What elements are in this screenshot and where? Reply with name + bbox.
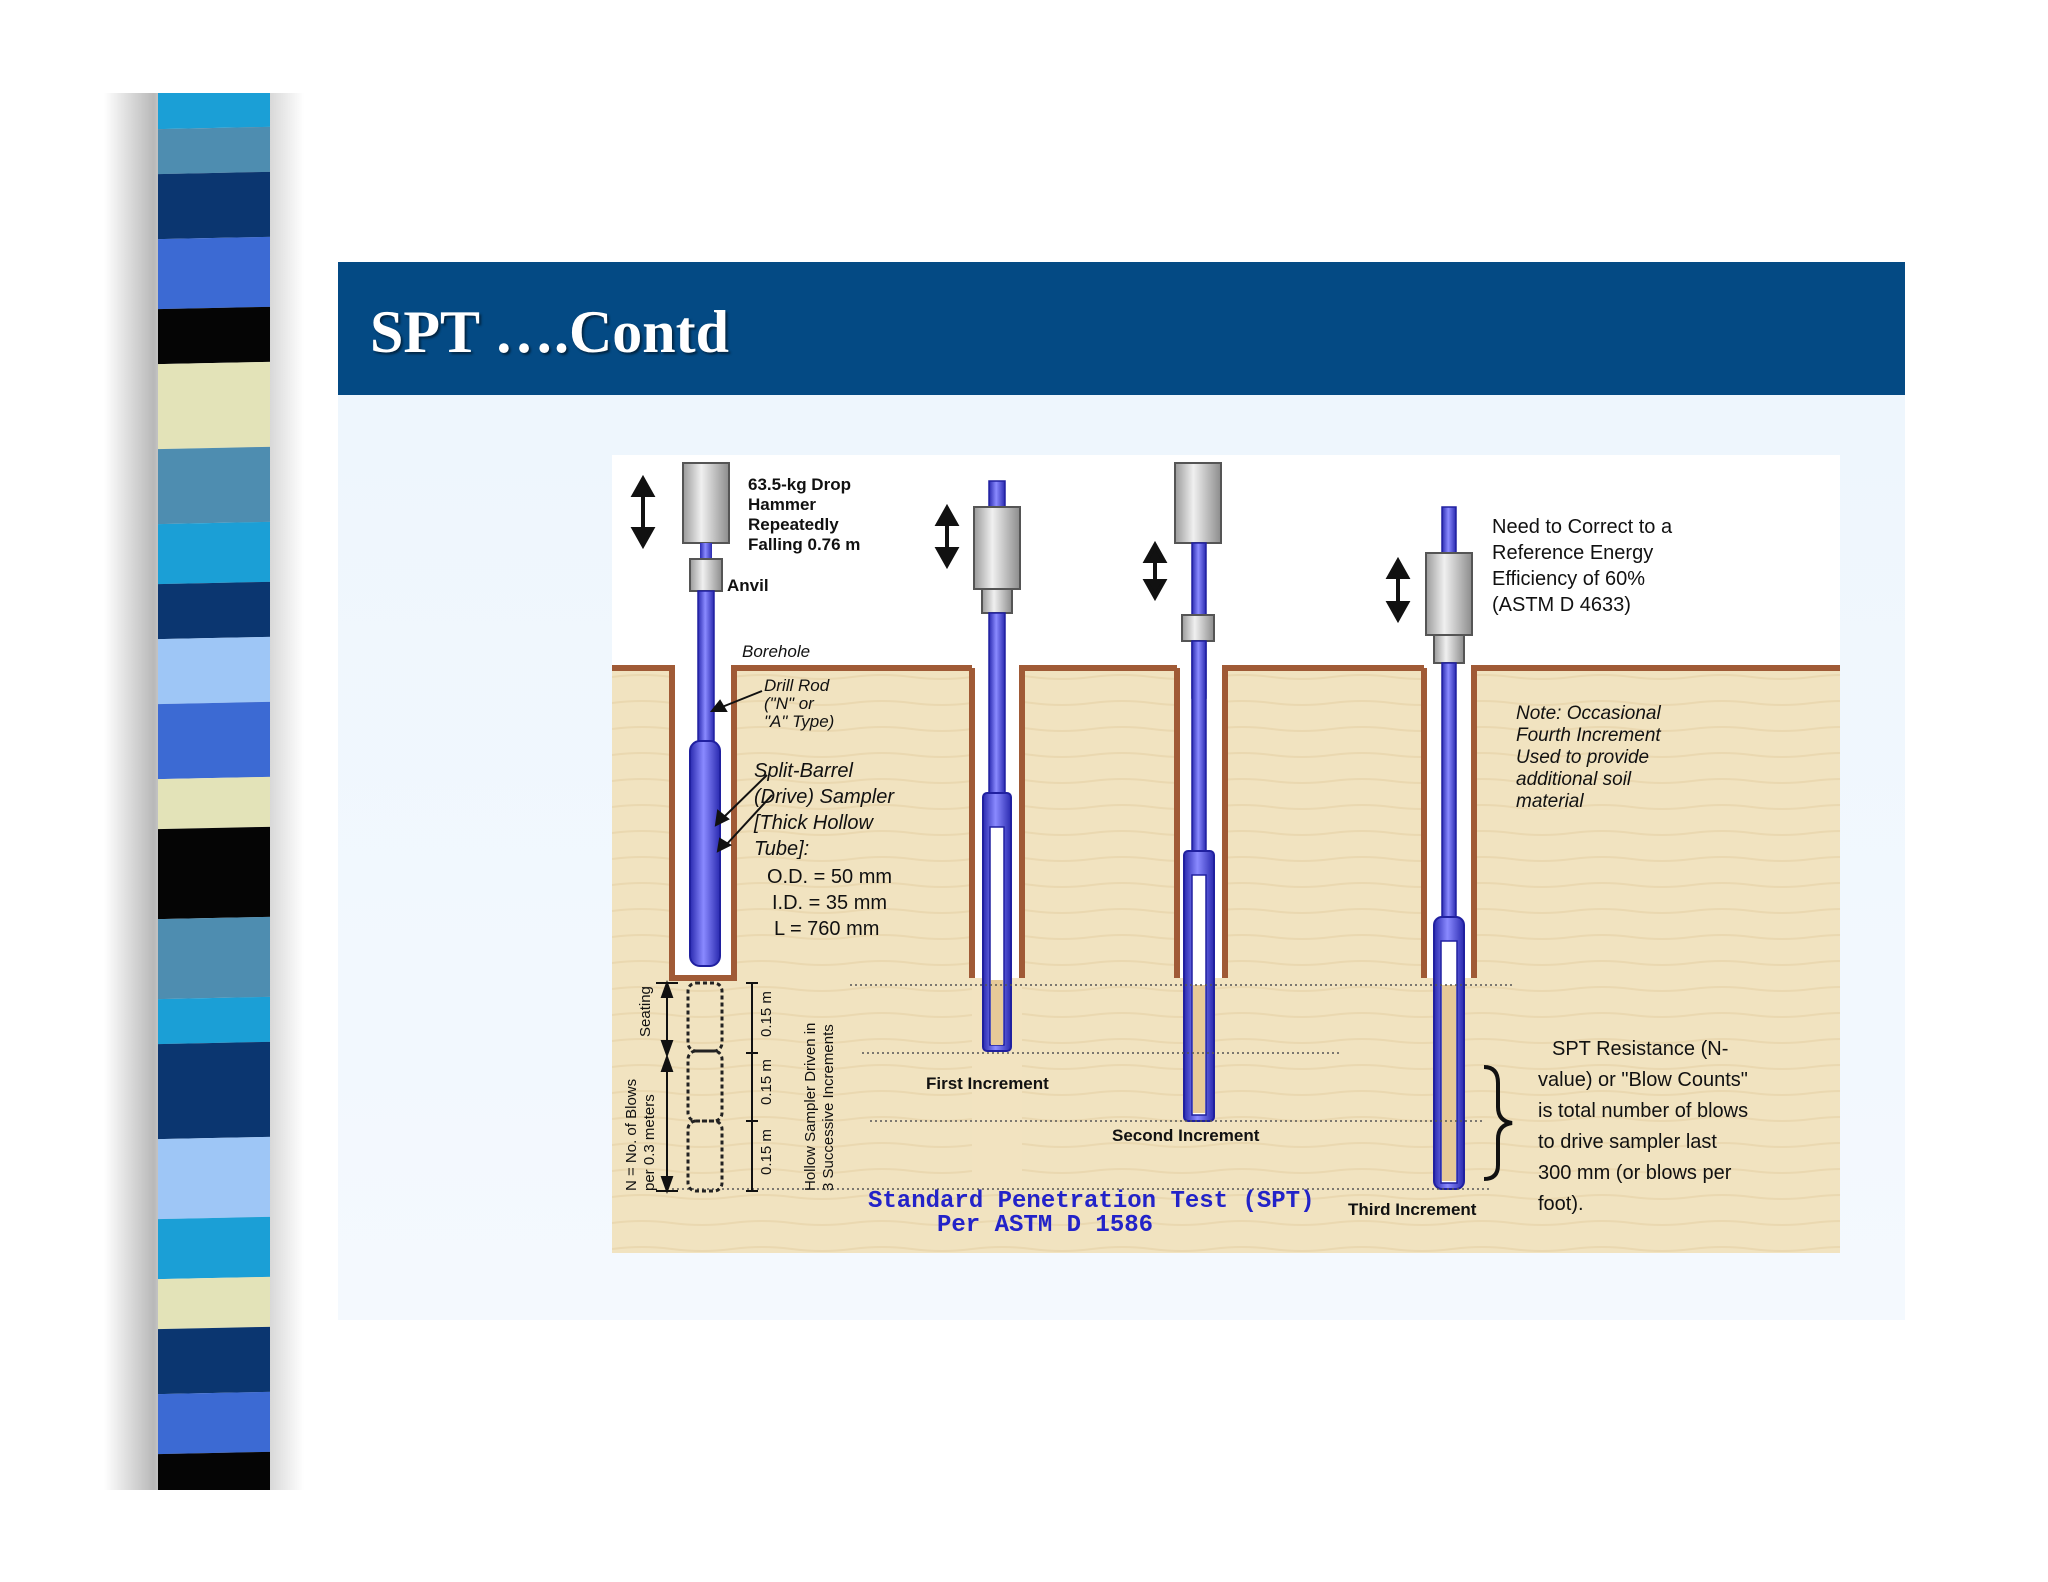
fourth-increment-note: Note: Occasional Fourth Increment Used t… xyxy=(1516,703,1666,812)
n-blows-label: N = No. of Blows per 0.3 meters xyxy=(623,1075,658,1191)
drop-hammer-3 xyxy=(1174,462,1222,544)
increment-label-3: 0.15 m xyxy=(758,1129,775,1175)
split-barrel-sampler-1 xyxy=(689,740,721,967)
drop-hammer-4 xyxy=(1425,552,1473,636)
slide-title: SPT ….Contd xyxy=(370,299,730,365)
drill-rod-1 xyxy=(697,590,715,742)
increment-label-2: 0.15 m xyxy=(758,1059,775,1105)
curly-brace xyxy=(1483,1065,1513,1181)
correct-energy-note: Need to Correct to a Reference Energy Ef… xyxy=(1492,516,1678,616)
stage-1-assembly xyxy=(682,462,730,967)
id-label: I.D. = 35 mm xyxy=(772,892,887,914)
anvil-1 xyxy=(689,558,723,592)
drop-hammer-1 xyxy=(682,462,730,544)
increment-lines xyxy=(672,984,1512,1190)
drop-hammer-2 xyxy=(973,506,1021,590)
third-increment-label: Third Increment xyxy=(1348,1200,1477,1219)
double-arrow-3 xyxy=(1142,540,1168,602)
double-arrow-2 xyxy=(934,503,960,570)
diagram-caption: Standard Penetration Test (SPT) Per ASTM… xyxy=(868,1188,1329,1239)
increment-label-1: 0.15 m xyxy=(758,991,775,1037)
decorative-stripe-bar xyxy=(158,93,270,1490)
anvil-4 xyxy=(1433,634,1465,664)
stage-3-assembly xyxy=(1174,462,1222,1122)
title-band xyxy=(338,262,1905,395)
borehole-label: Borehole xyxy=(742,642,810,661)
anvil-label: Anvil xyxy=(727,576,769,595)
sampler-increment-boxes xyxy=(686,981,724,1193)
spt-resistance-note: SPT Resistance (N- value) or "Blow Count… xyxy=(1538,1038,1754,1215)
leader-lines xyxy=(709,690,773,853)
anvil-3 xyxy=(1181,614,1215,642)
first-increment-label: First Increment xyxy=(926,1074,1049,1093)
stage-2-assembly xyxy=(973,480,1021,1052)
double-arrow-1 xyxy=(630,474,656,550)
drill-rod-label: Drill Rod ("N" or "A" Type) xyxy=(764,676,834,731)
dimension-arrows xyxy=(656,980,758,1194)
anvil-2 xyxy=(981,588,1013,614)
seating-label: Seating xyxy=(637,986,654,1037)
length-label: L = 760 mm xyxy=(774,918,879,940)
second-increment-label: Second Increment xyxy=(1112,1126,1260,1145)
hammer-label: 63.5-kg Drop Hammer Repeatedly Falling 0… xyxy=(748,475,860,554)
od-label: O.D. = 50 mm xyxy=(767,866,892,888)
sampler-label: Split-Barrel (Drive) Sampler [Thick Holl… xyxy=(753,760,900,860)
spt-diagram: 63.5-kg Drop Hammer Repeatedly Falling 0… xyxy=(612,455,1840,1253)
double-arrow-4 xyxy=(1385,556,1411,624)
hollow-sampler-label: Hollow Sampler Driven in 3 Successive In… xyxy=(802,1018,837,1191)
